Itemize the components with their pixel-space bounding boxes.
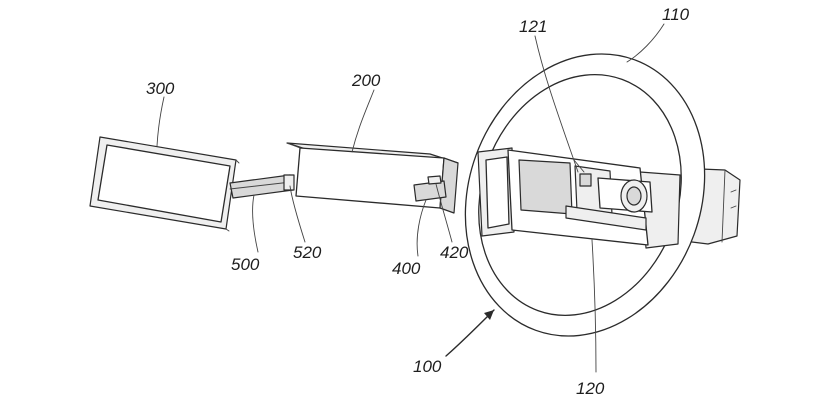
label-mount-module: 200: [351, 71, 381, 90]
hub-slot: [579, 173, 592, 187]
connector-tab: [427, 175, 442, 185]
label-hub-slot: 121: [519, 17, 547, 36]
steering-wheel: [464, 53, 741, 337]
label-arm-end: 520: [293, 243, 322, 262]
label-connector-tab: 420: [440, 243, 469, 262]
arm: [229, 174, 295, 199]
display-unit: [89, 136, 240, 232]
label-display-unit: 300: [146, 79, 175, 98]
leader-lines: [156, 23, 665, 373]
reference-numerals: 300 200 121 110 500 520 400 420 100 120: [146, 5, 690, 398]
label-steering-wheel: 100: [413, 357, 442, 376]
mount-module: [286, 142, 459, 214]
label-wheel-rim: 110: [662, 5, 690, 24]
label-wheel-hub: 120: [576, 379, 605, 398]
label-arm: 500: [231, 255, 260, 274]
connector: [413, 175, 447, 202]
wheel-hub: [507, 149, 653, 246]
arm-end: [283, 174, 295, 191]
label-connector: 400: [392, 259, 421, 278]
